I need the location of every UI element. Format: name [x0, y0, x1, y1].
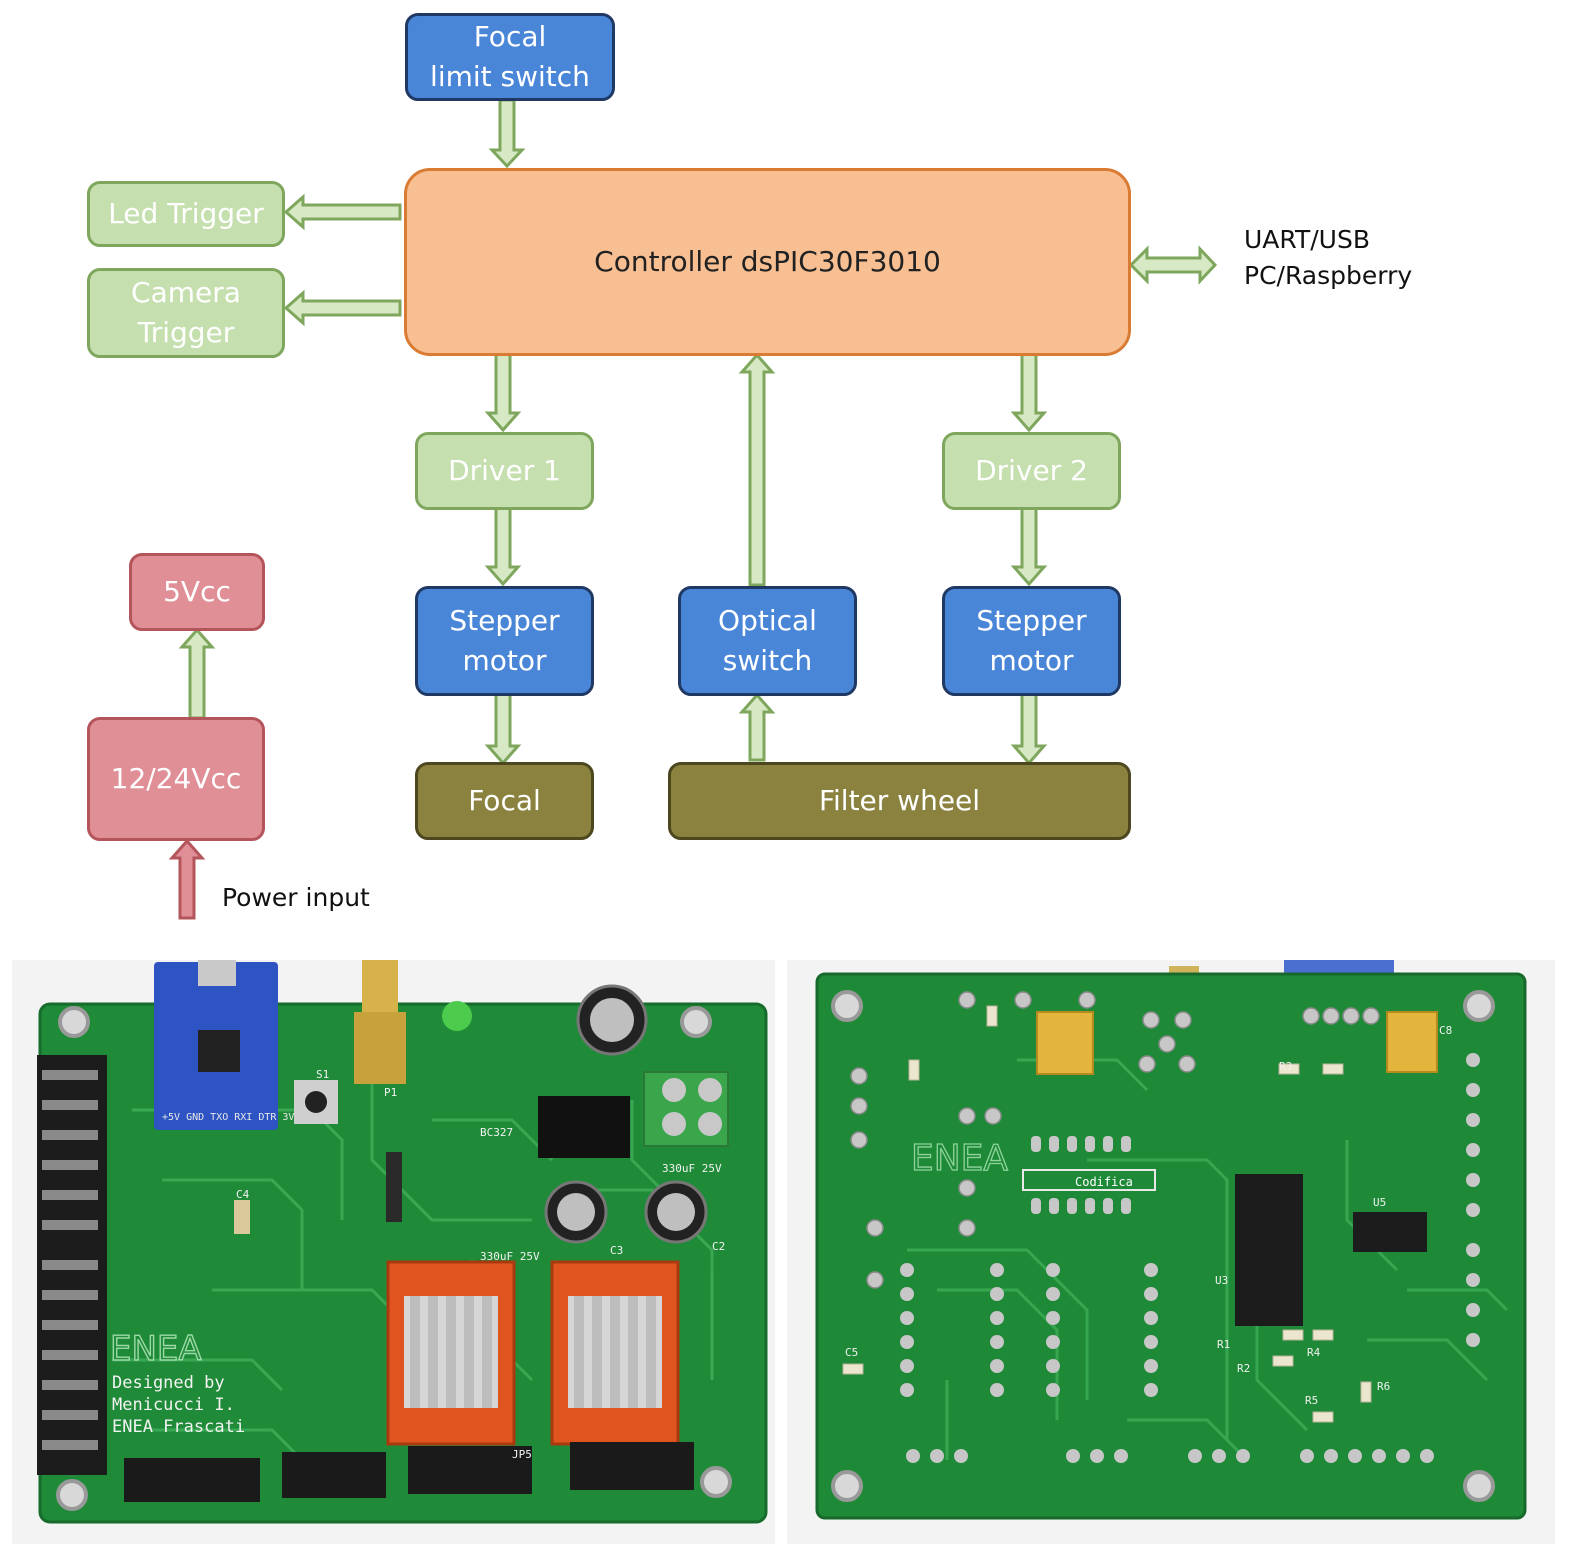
svg-text:C8: C8 — [1439, 1024, 1452, 1037]
svg-text:+5V GND TXO RXI DTR 3V3: +5V GND TXO RXI DTR 3V3 — [162, 1112, 300, 1123]
focal-box: Focal — [415, 762, 594, 840]
pcb-photo-top: +5V GND TXO RXI DTR 3V3 ENEA Designed by… — [12, 960, 775, 1544]
led-trigger-box: Led Trigger — [87, 181, 285, 247]
svg-text:330uF 25V: 330uF 25V — [662, 1162, 722, 1175]
arrow-stepper2-to-filterwheel — [1010, 692, 1048, 766]
focal-limit-switch-box: Focal limit switch — [405, 13, 615, 101]
svg-text:U5: U5 — [1373, 1196, 1386, 1209]
svg-text:R4: R4 — [1307, 1346, 1321, 1359]
filter-wheel-box: Filter wheel — [668, 762, 1131, 840]
svg-text:P1: P1 — [384, 1086, 397, 1099]
pcb-top-illustration: +5V GND TXO RXI DTR 3V3 ENEA Designed by… — [37, 960, 768, 1524]
controller-box: Controller dsPIC30F3010 — [404, 168, 1131, 356]
arrow-controller-to-driver1 — [484, 352, 522, 433]
arrow-controller-to-driver2 — [1010, 352, 1048, 433]
arrow-uart-bidirectional — [1128, 245, 1218, 285]
svg-text:R5: R5 — [1305, 1394, 1318, 1407]
svg-text:JP5: JP5 — [512, 1448, 532, 1461]
arrow-stepper1-to-focal — [484, 692, 522, 766]
vcc12-24-box: 12/24Vcc — [87, 717, 265, 841]
svg-text:C2: C2 — [712, 1240, 725, 1253]
arrow-driver1-to-stepper1 — [484, 506, 522, 587]
optical-switch-box: Optical switch — [678, 586, 857, 696]
svg-text:ENEA: ENEA — [911, 1138, 1008, 1179]
connector-arrows — [168, 98, 1218, 920]
block-diagram: Focal limit switch Led Trigger Camera Tr… — [87, 13, 1413, 920]
arrow-power-input — [168, 838, 206, 920]
svg-text:R6: R6 — [1377, 1380, 1390, 1393]
stepper-motor-2-box: Stepper motor — [942, 586, 1121, 696]
svg-text:S1: S1 — [316, 1068, 329, 1081]
arrow-optical-to-controller — [738, 352, 776, 587]
svg-text:330uF 25V: 330uF 25V — [480, 1250, 540, 1263]
arrow-controller-to-camera — [283, 289, 402, 327]
svg-text:C3: C3 — [610, 1244, 623, 1257]
svg-text:Codifica: Codifica — [1075, 1175, 1133, 1189]
arrow-12v-to-5v — [178, 627, 216, 720]
svg-text:R1: R1 — [1217, 1338, 1230, 1351]
arrow-controller-to-led — [283, 193, 402, 231]
arrow-limit-to-controller — [488, 98, 526, 169]
svg-text:R3: R3 — [1279, 1060, 1292, 1073]
arrow-filterwheel-to-optical — [738, 692, 776, 762]
power-input-label: Power input — [222, 883, 370, 912]
svg-text:ENEA Frascati: ENEA Frascati — [112, 1417, 245, 1437]
svg-text:Menicucci I.: Menicucci I. — [112, 1395, 235, 1415]
driver1-box: Driver 1 — [415, 432, 594, 510]
camera-trigger-box: Camera Trigger — [87, 268, 285, 358]
svg-text:U3: U3 — [1215, 1274, 1228, 1287]
arrow-driver2-to-stepper2 — [1010, 506, 1048, 587]
svg-text:ENEA: ENEA — [110, 1329, 202, 1369]
svg-text:C4: C4 — [236, 1188, 250, 1201]
vcc5-box: 5Vcc — [129, 553, 265, 631]
svg-text:C5: C5 — [845, 1346, 858, 1359]
svg-text:BC327: BC327 — [480, 1126, 513, 1139]
svg-text:R2: R2 — [1237, 1362, 1250, 1375]
pcb-bottom-illustration: Codifica ENEA — [815, 960, 1527, 1520]
uart-usb-label: UART/USB PC/Raspberry — [1244, 225, 1413, 290]
driver2-box: Driver 2 — [942, 432, 1121, 510]
stepper-motor-1-box: Stepper motor — [415, 586, 594, 696]
pcb-photo-bottom: Codifica ENEA — [787, 960, 1555, 1544]
svg-text:Designed by: Designed by — [112, 1373, 225, 1393]
